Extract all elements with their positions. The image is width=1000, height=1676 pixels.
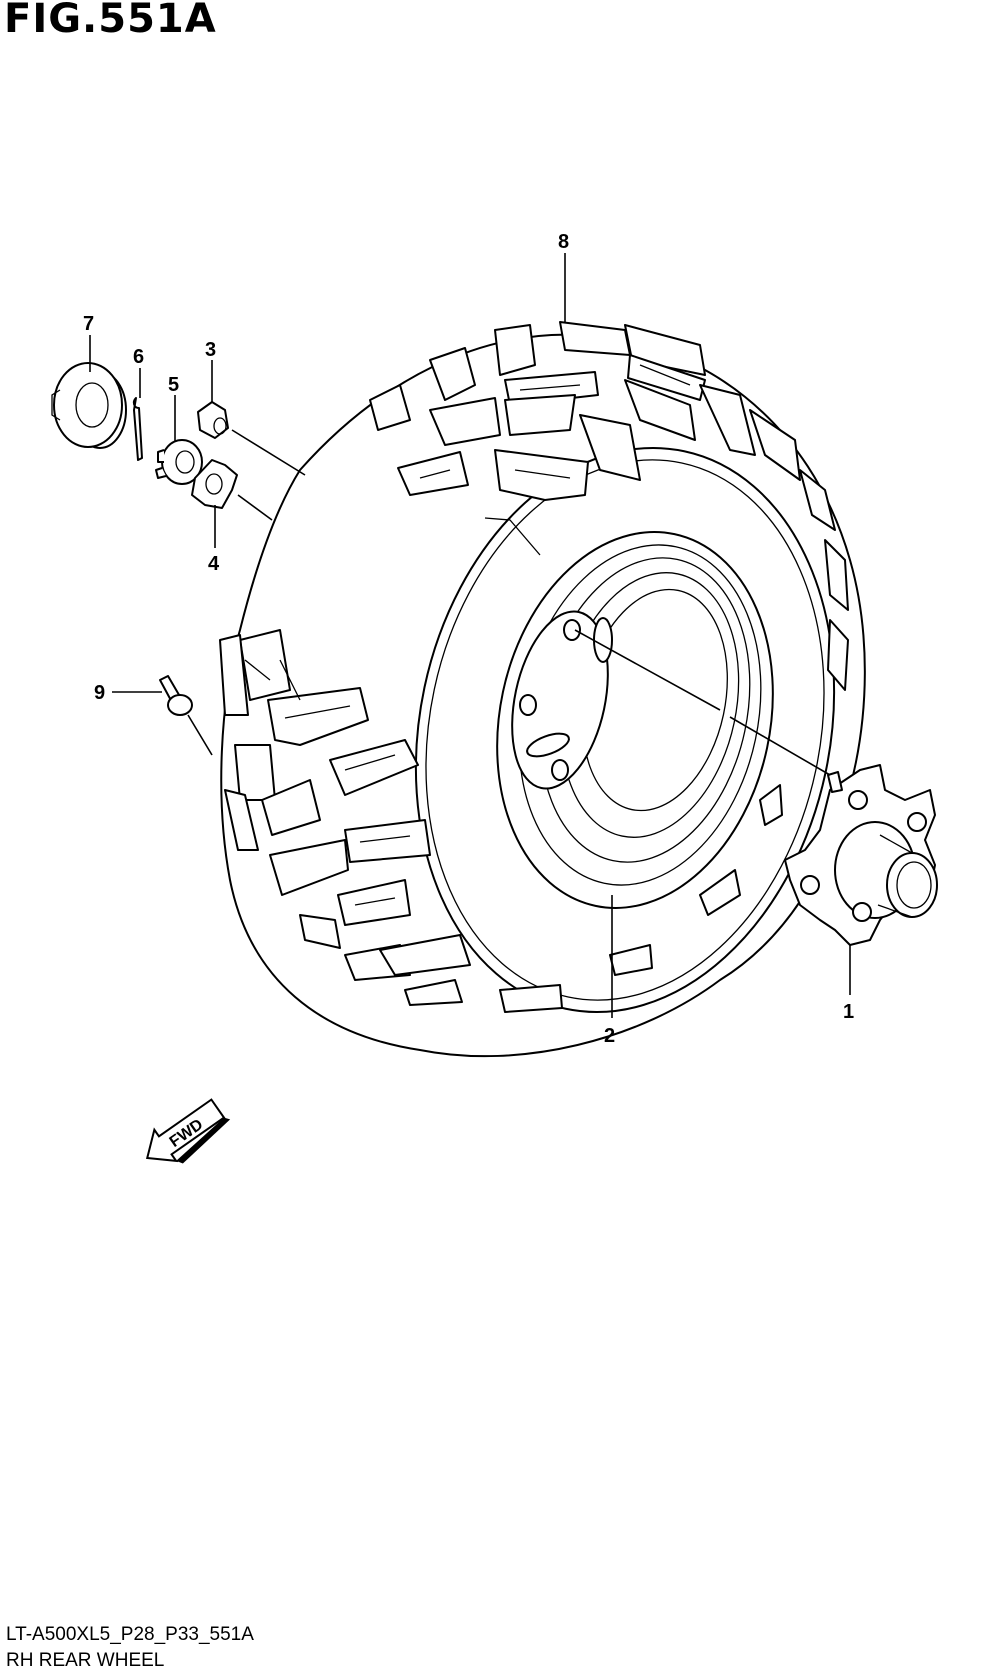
tread-block <box>429 347 476 401</box>
tread-block <box>494 449 589 501</box>
callout-8: 8 <box>558 231 569 253</box>
tread-block <box>329 739 419 796</box>
cap-notch <box>51 389 61 421</box>
rim-stud-hole <box>551 759 569 781</box>
tread-block <box>609 944 653 976</box>
tread-block <box>699 384 756 456</box>
tread-block <box>699 869 741 916</box>
cap-inner <box>75 382 109 428</box>
tread-block <box>344 819 431 863</box>
nut-drawing <box>197 401 229 439</box>
tread-block <box>261 779 321 836</box>
hub-spindle-side <box>877 834 913 918</box>
tread-block <box>369 384 411 431</box>
callout-6: 6 <box>133 346 144 368</box>
tread-block <box>579 414 641 481</box>
washer-plate <box>191 459 238 509</box>
callout-7: 7 <box>83 313 94 335</box>
tread-block <box>504 394 576 436</box>
leader-line-3b <box>231 429 306 476</box>
tread-block <box>429 397 501 446</box>
hub-bolt <box>827 771 843 793</box>
rim-stud-hole <box>563 619 581 641</box>
tread-block <box>559 321 631 356</box>
tread-detail <box>284 364 691 906</box>
hub-stud <box>852 902 872 922</box>
fwd-arrow: FWD <box>145 1098 231 1164</box>
tread-block <box>494 324 536 376</box>
tread-block <box>234 744 276 801</box>
tread-block <box>627 354 706 401</box>
washer-hole <box>205 473 223 495</box>
callout-4: 4 <box>208 553 220 575</box>
hub-drawing <box>784 764 938 946</box>
callout-9: 9 <box>94 682 105 704</box>
tread-block <box>624 379 696 441</box>
rim-slot <box>593 617 613 663</box>
tread-block <box>239 629 291 701</box>
rim-stud-hole <box>519 694 537 716</box>
hub-stud <box>848 790 868 810</box>
cap-front <box>53 362 123 448</box>
tire-sidewall-inner-line <box>425 459 825 1001</box>
tread-block <box>219 634 249 716</box>
tire-drawing <box>219 321 866 1058</box>
tread-block <box>799 469 836 531</box>
callout-1: 1 <box>843 1001 854 1023</box>
valve-drawing <box>159 675 193 716</box>
tread-block <box>397 451 469 496</box>
nut-hole <box>213 417 227 435</box>
figure-description: RH REAR WHEEL <box>6 1650 165 1671</box>
page-title: FIG.551A <box>4 0 217 42</box>
tread-block <box>299 914 341 949</box>
document-code: LT-A500XL5_P28_P33_551A <box>6 1624 254 1645</box>
tread-detail <box>244 517 541 701</box>
leader-line-4b <box>237 494 273 521</box>
tread-block <box>224 789 259 851</box>
tread-block <box>749 409 801 481</box>
callout-2: 2 <box>604 1025 615 1047</box>
washer-drawing <box>191 459 238 509</box>
castle-nut-teeth <box>155 449 167 479</box>
tread-block <box>827 619 849 691</box>
leader-line-hub <box>574 629 831 776</box>
cap-drawing <box>51 362 127 449</box>
hub-stud <box>800 875 820 895</box>
rim-slot <box>526 732 570 758</box>
fwd-arrow-shape <box>145 1098 226 1163</box>
tread-block <box>499 984 563 1013</box>
tread-block <box>759 784 783 826</box>
castle-nut-hole <box>175 450 195 474</box>
tread-block <box>267 687 369 746</box>
hub-stud <box>907 812 927 832</box>
callout-3: 3 <box>205 339 216 361</box>
cotter-pin <box>132 397 143 461</box>
valve-base <box>167 694 193 716</box>
tread-block <box>824 539 849 611</box>
tread-block <box>404 979 463 1006</box>
tread-block <box>269 839 349 896</box>
callout-5: 5 <box>168 374 179 396</box>
fwd-arrow-shadow <box>176 1117 231 1164</box>
castle-nut-drawing <box>155 439 203 485</box>
leader-line-9b <box>187 714 213 756</box>
hub-spindle-bore <box>896 861 932 909</box>
tread-block <box>337 879 411 926</box>
tread-block <box>379 934 471 976</box>
